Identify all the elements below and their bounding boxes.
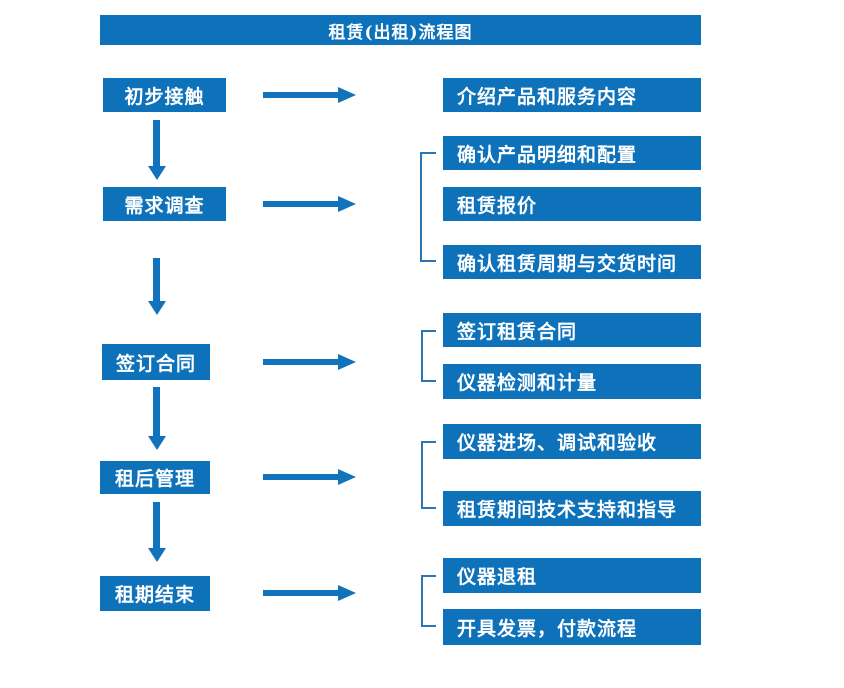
output-invoice-payment-process: 开具发票，付款流程 <box>443 609 701 645</box>
output-instrument-return: 仪器退租 <box>443 558 701 593</box>
arrow-head-icon <box>148 301 166 315</box>
flowchart-title: 租赁(出租)流程图 <box>100 15 701 45</box>
right-arrow-sign-contract <box>263 354 356 370</box>
arrow-shaft <box>263 474 339 480</box>
arrow-head-icon <box>338 196 356 212</box>
arrow-head-icon <box>148 436 166 450</box>
output-instrument-testing-metering: 仪器检测和计量 <box>443 364 701 399</box>
arrow-shaft <box>263 201 339 207</box>
arrow-shaft <box>263 590 339 596</box>
arrow-shaft <box>153 258 160 301</box>
group-bracket-requirements-survey <box>420 152 436 262</box>
output-confirm-rental-period-delivery: 确认租赁周期与交货时间 <box>443 245 701 279</box>
down-arrow-1 <box>148 120 166 180</box>
output-technical-support-guidance: 租赁期间技术支持和指导 <box>443 491 701 526</box>
arrow-head-icon <box>338 469 356 485</box>
step-post-rental-management: 租后管理 <box>100 461 210 494</box>
output-rental-quotation: 租赁报价 <box>443 187 701 221</box>
step-requirements-survey: 需求调查 <box>103 187 226 221</box>
output-introduce-products-services: 介绍产品和服务内容 <box>443 78 701 112</box>
arrow-head-icon <box>148 166 166 180</box>
arrow-shaft <box>153 120 160 166</box>
right-arrow-post-rental-management <box>263 469 356 485</box>
group-bracket-post-rental-management <box>421 441 436 509</box>
arrow-head-icon <box>338 585 356 601</box>
arrow-head-icon <box>338 87 356 103</box>
step-rental-end: 租期结束 <box>100 576 210 611</box>
down-arrow-3 <box>148 387 166 450</box>
arrow-shaft <box>153 387 160 436</box>
arrow-head-icon <box>148 548 166 562</box>
arrow-shaft <box>263 359 339 365</box>
arrow-shaft <box>263 92 339 98</box>
right-arrow-initial-contact <box>263 87 356 103</box>
arrow-shaft <box>153 502 160 548</box>
step-initial-contact: 初步接触 <box>103 78 226 112</box>
right-arrow-requirements-survey <box>263 196 356 212</box>
right-arrow-rental-end <box>263 585 356 601</box>
output-instrument-setup-acceptance: 仪器进场、调试和验收 <box>443 424 701 459</box>
down-arrow-4 <box>148 502 166 562</box>
group-bracket-sign-contract <box>421 330 436 382</box>
arrow-head-icon <box>338 354 356 370</box>
output-sign-rental-contract: 签订租赁合同 <box>443 313 701 347</box>
output-confirm-product-details: 确认产品明细和配置 <box>443 136 701 170</box>
down-arrow-2 <box>148 258 166 315</box>
group-bracket-rental-end <box>421 575 436 627</box>
step-sign-contract: 签订合同 <box>102 344 210 380</box>
